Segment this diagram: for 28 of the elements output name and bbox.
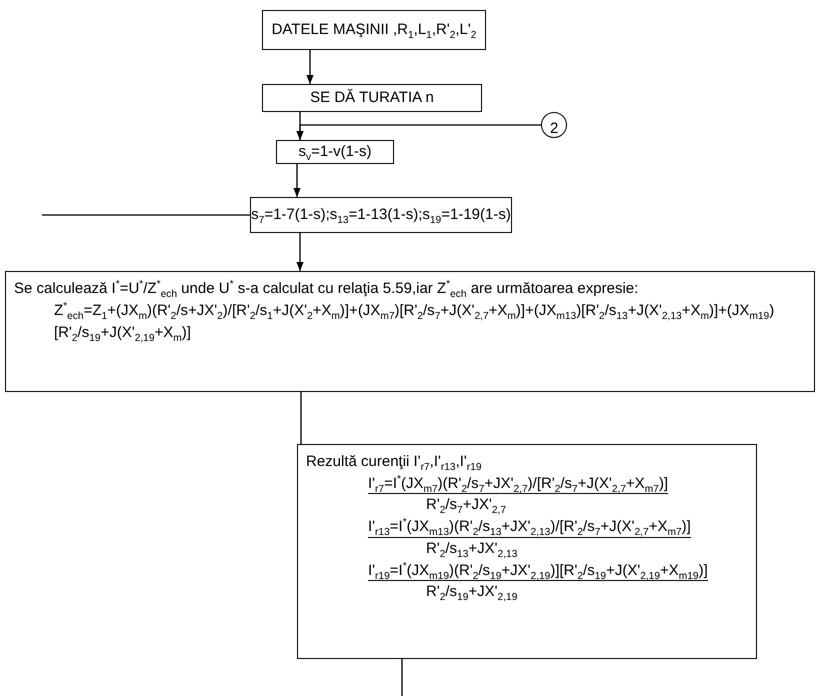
process-box bbox=[262, 84, 482, 112]
process-box bbox=[297, 444, 757, 659]
process-box bbox=[5, 271, 815, 392]
connector-number: 2 bbox=[550, 119, 558, 139]
fraction-numerator: I'$_{r19}$=I$^{*}$(JX$_{m19}$)(R'$_{2}$/s$_{19}$+JX'$_{2,19}$)][R'$_{2}$/s$_{19}$+J(X'$_{2,19}$+X$_{m19}$)] bbox=[368, 560, 708, 581]
process-box bbox=[262, 10, 486, 50]
arrow bbox=[296, 233, 304, 271]
description-text: Se calculează I$^{*}$=U$^{*}$/Z$^{*}$$_{ech}$ unde U$^{*}$ s-a calculat cu relaţia 5.59,iar Z$^{*}$$_{ech}$ are următoarea expresie: bbox=[14, 278, 640, 300]
box-text: DATELE MAŞINII ,R$_{1}$,L$_{1}$,R'$_{2}$,L'$_{2}$ bbox=[272, 20, 476, 40]
fraction-numerator: I'$_{r13}$=I$^{*}$(JX$_{m13}$)(R'$_{2}$/s$_{13}$+JX'$_{2,13}$)/[R'$_{2}$/s$_{7}$+J(X'$_{2,7}$+X$_{m7}$)] bbox=[368, 517, 691, 538]
connector-line bbox=[42, 214, 250, 216]
formula-text: Z$^{*}$$_{ech}$=Z$_{1}$+(JX$_{m}$)(R'$_{2}$/s+JX'$_{2}$)/[R'$_{2}$/s$_{1}$+J(X'$_{2}$+X$_{m}$)]+(JX$_{m7}$)[R'$_{2}$/s$_{7}$+J(X'$_{2,7}$+X$_{m}$)]+(JX$_{m13}$)[R'$_{2}$/s$_{13}$+J(X'$_{2,13}$+X$_{m}$)]+(JX$_{m19}$)[R'$_{2}$/s$_{19}$+J(X'$_{2,19}$+X$_{m}$)] bbox=[53, 300, 776, 344]
fraction-denominator: R'$_{2}$/s$_{13}$+JX'$_{2,13}$ bbox=[426, 538, 518, 558]
process-box bbox=[276, 140, 394, 164]
arrow bbox=[296, 124, 541, 140]
connector-line bbox=[300, 392, 302, 444]
box-text: s$_{v}$=1-v(1-s) bbox=[298, 142, 372, 162]
fraction-numerator: I'$_{r7}$=I$^{*}$(JX$_{m7}$)(R'$_{2}$/s$_{7}$+JX'$_{2,7}$)/[R'$_{2}$/s$_{7}$+J(X'$_{2,7}$+X$_{m7}$)] bbox=[368, 474, 668, 494]
box-text: SE DĂ TURATIA n bbox=[310, 88, 434, 108]
connector-circle bbox=[541, 112, 567, 138]
connector-line bbox=[401, 659, 403, 696]
box-text: s$_{7}$=1-7(1-s);s$_{13}$=1-13(1-s);s$_{19}$=1-19(1-s) bbox=[251, 204, 511, 226]
arrow bbox=[293, 164, 301, 197]
fraction-denominator: R'$_{2}$/s$_{19}$+JX'$_{2,19}$ bbox=[426, 582, 518, 602]
heading-text: Rezultă curenţii I'$_{r7}$,I'$_{r13}$,I'$_{r19}$ bbox=[306, 452, 483, 474]
process-box bbox=[250, 197, 512, 233]
fraction-denominator: R'$_{2}$/s$_{7}$+JX'$_{2,7}$ bbox=[426, 495, 508, 515]
arrow bbox=[306, 50, 314, 84]
